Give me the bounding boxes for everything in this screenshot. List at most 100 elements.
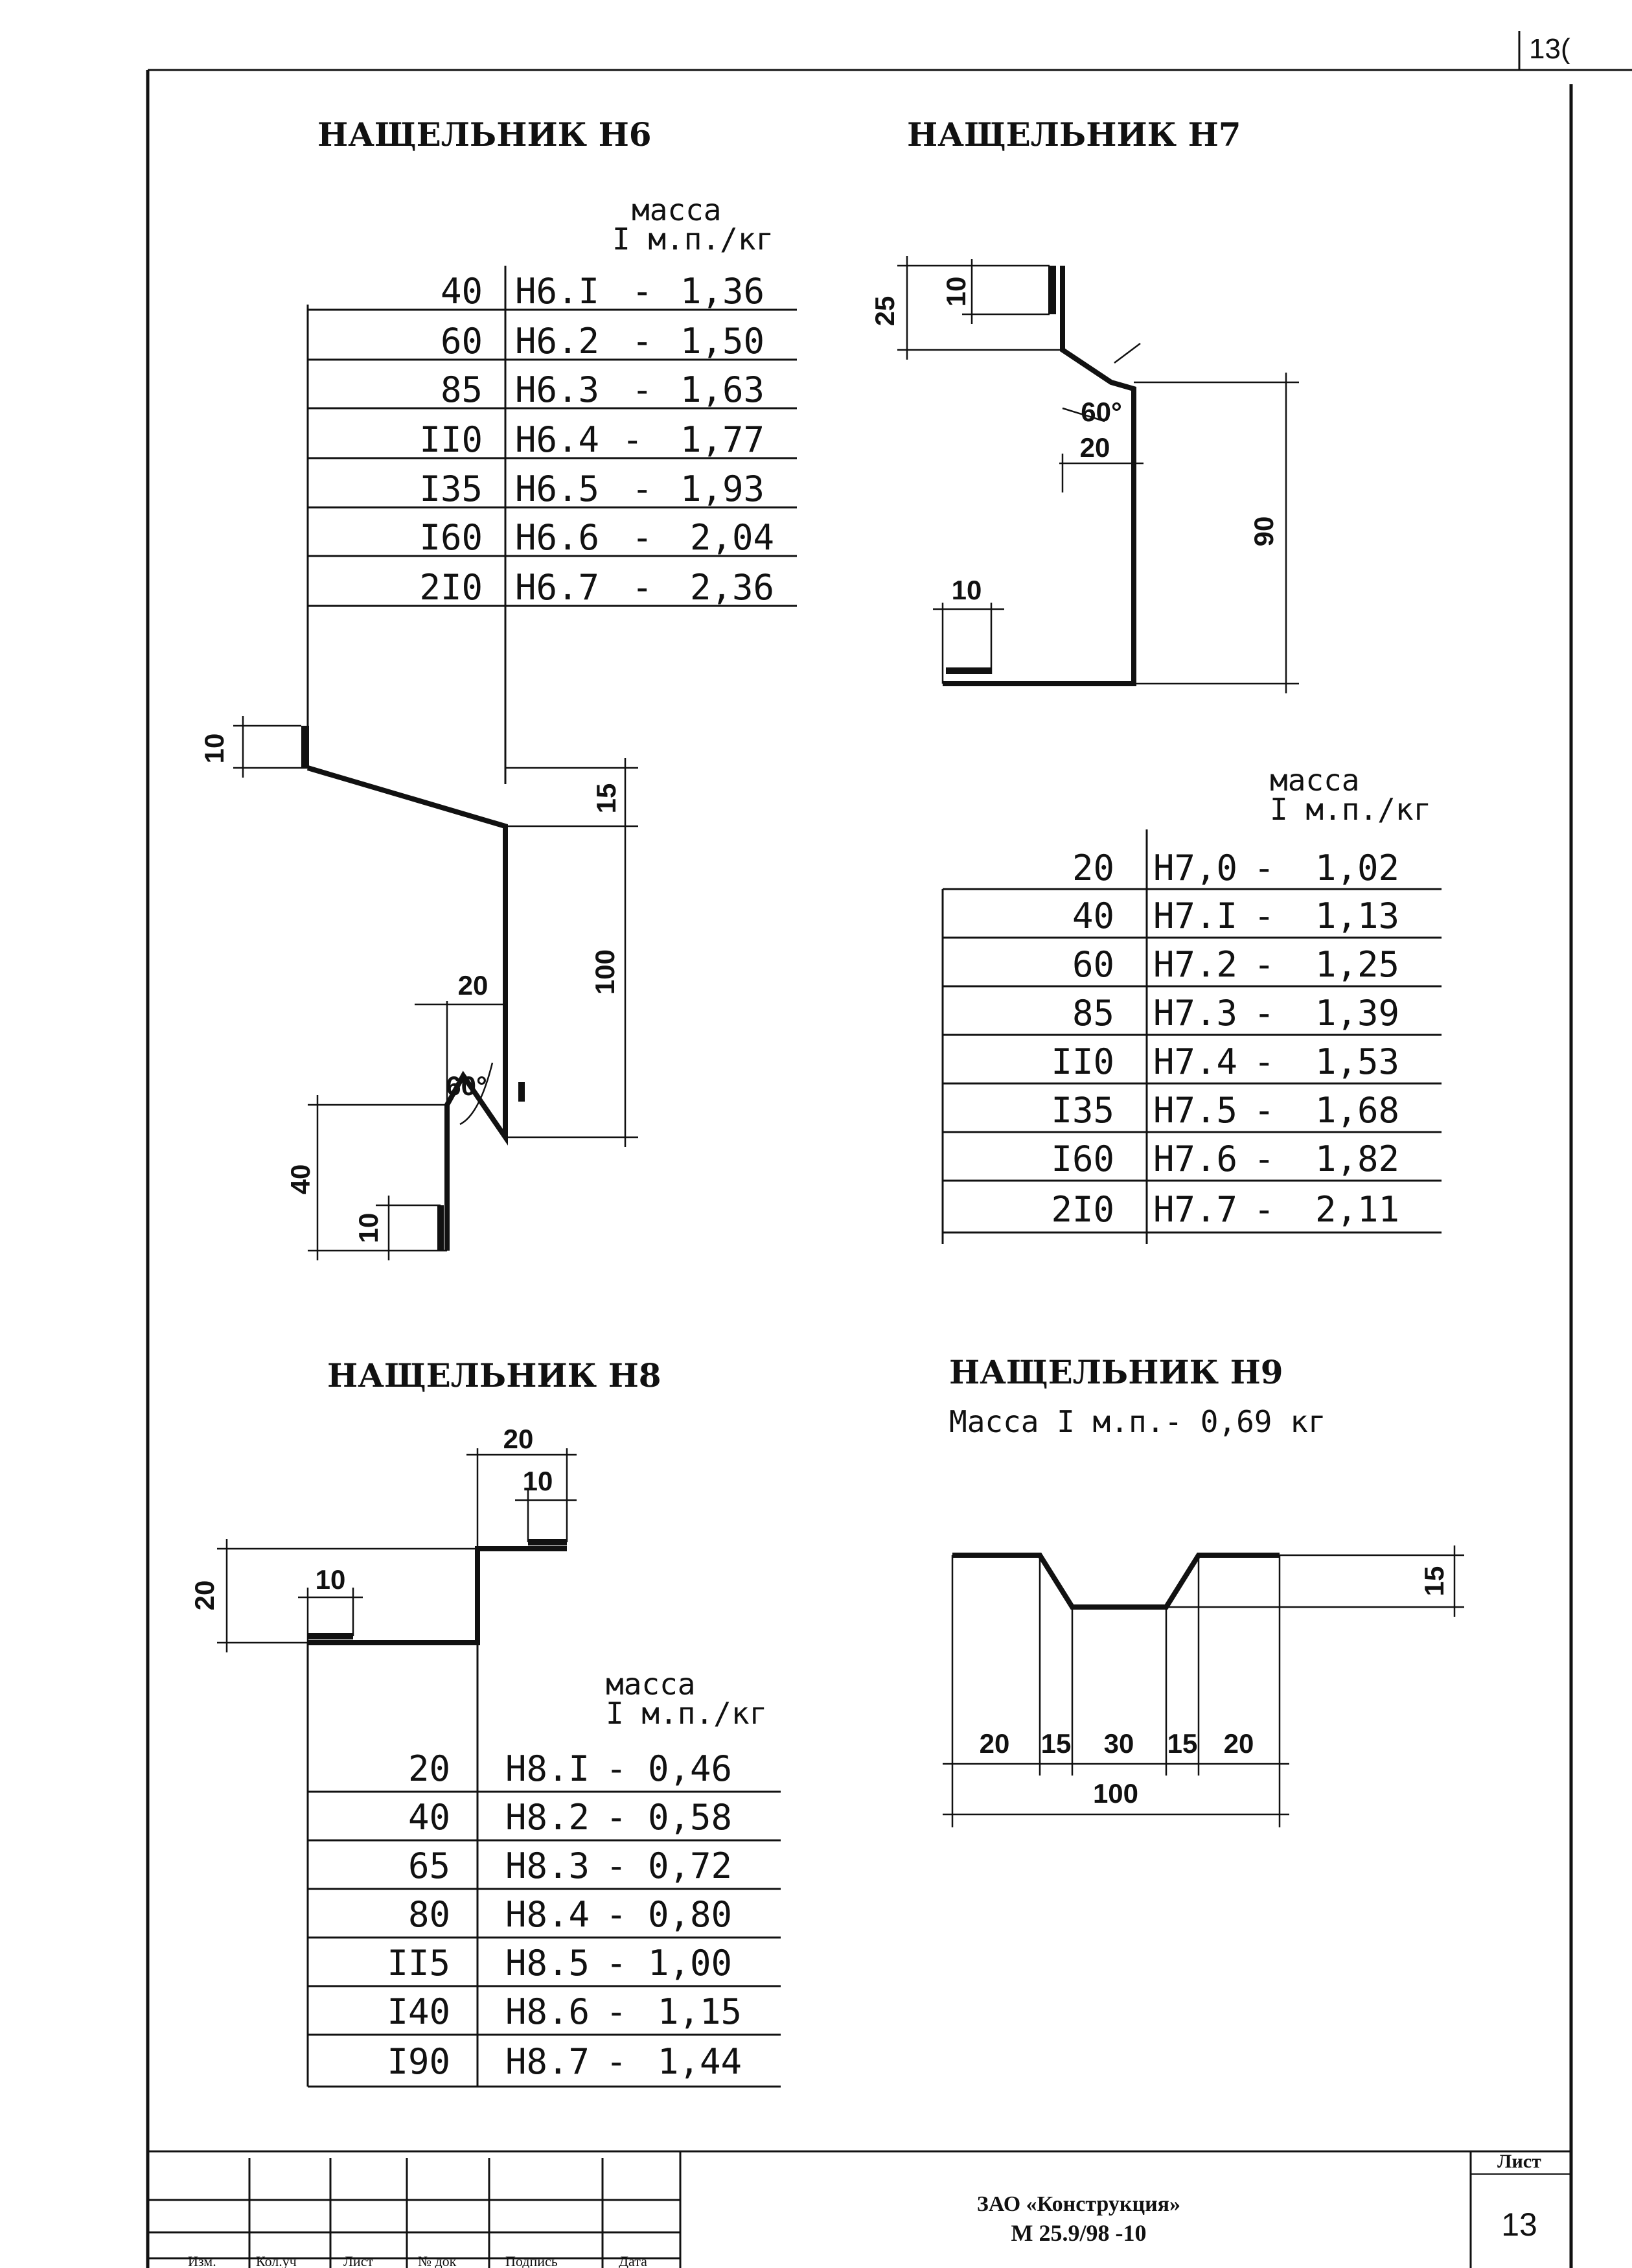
table-row: 20 Н8.I - 0,46 xyxy=(408,1748,732,1789)
h6-table-rows: 40 Н6.I - 1,36 60 Н6.2 - 1,50 85 Н6.3 - … xyxy=(419,271,774,608)
h8-row-mass: 1,15 xyxy=(658,1991,742,2032)
h7-dim-25: 25 xyxy=(869,296,900,327)
h8-row-code: Н8.I xyxy=(505,1748,590,1789)
h7-row-mass: 1,25 xyxy=(1315,944,1399,985)
h8-row-mass: 1,00 xyxy=(648,1943,732,1984)
sheet-label: Лист xyxy=(1497,2151,1541,2172)
h7-row-dash: - xyxy=(1254,848,1275,888)
h7-row-mass: 1,82 xyxy=(1315,1139,1399,1179)
h7-mass-table xyxy=(941,829,1442,1244)
h8-dim-20-top: 20 xyxy=(503,1424,534,1454)
h7-mass-header-line2: I м.п./кг xyxy=(1270,792,1431,827)
h7-row-length: II0 xyxy=(1051,1041,1114,1082)
h8-row-length: I40 xyxy=(387,1991,450,2032)
h7-row-dash: - xyxy=(1254,993,1275,1034)
h6-row-mass: 1,36 xyxy=(680,271,764,312)
h7-mass-header-line1: масса xyxy=(1270,763,1359,798)
h7-row-code: Н7.6 xyxy=(1153,1139,1237,1179)
h6-mass-table xyxy=(306,266,797,784)
h6-row-mass: 1,93 xyxy=(680,469,764,509)
h6-row-length: 40 xyxy=(441,271,483,312)
h8-row-code: Н8.7 xyxy=(505,2041,590,2082)
title-block-col-label: Кол.уч xyxy=(256,2253,297,2268)
h8-row-length: I90 xyxy=(387,2041,450,2082)
h9-dim-15: 15 xyxy=(1419,1566,1449,1597)
h8-dim-20-left: 20 xyxy=(189,1580,220,1611)
h7-row-code: Н7.5 xyxy=(1153,1090,1237,1131)
h8-mass-header-line1: масса xyxy=(606,1667,695,1702)
title-block-col-label: Дата xyxy=(619,2253,647,2268)
h8-row-mass: 0,46 xyxy=(648,1748,732,1789)
table-row: 65 Н8.3 - 0,72 xyxy=(408,1846,732,1886)
h6-row-code: Н6.3 xyxy=(515,369,599,410)
title-block-column-labels: Изм. Кол.уч Лист № док Подпись Дата xyxy=(188,2253,647,2268)
h6-row-length: 2I0 xyxy=(419,567,483,608)
h8-row-length: II5 xyxy=(387,1943,450,1984)
table-row: 40 Н7.I - 1,13 xyxy=(1072,896,1399,936)
h6-dim-100: 100 xyxy=(590,949,620,995)
table-row: 2I0 Н6.7 - 2,36 xyxy=(419,567,774,608)
table-row: 85 Н7.3 - 1,39 xyxy=(1072,993,1399,1034)
h8-dim-10-bottom: 10 xyxy=(316,1564,346,1595)
h6-row-mass: 1,63 xyxy=(680,369,764,410)
h8-row-code: Н8.6 xyxy=(505,1991,590,2032)
h7-title: НАЩЕЛЬНИК Н7 xyxy=(907,115,1241,154)
h6-row-dash: - xyxy=(632,271,653,312)
h6-row-dash: - xyxy=(632,369,653,410)
h7-row-dash: - xyxy=(1254,896,1275,936)
h7-dim-20: 20 xyxy=(1080,432,1110,463)
table-row: 40 Н8.2 - 0,58 xyxy=(408,1797,732,1838)
h6-dim-20: 20 xyxy=(458,970,488,1001)
h6-row-code: Н6.7 xyxy=(515,567,599,608)
table-row: I35 Н7.5 - 1,68 xyxy=(1051,1090,1399,1131)
table-row: 85 Н6.3 - 1,63 xyxy=(441,369,764,410)
h6-dimension-labels: 10 15 100 20 60° 40 10 xyxy=(199,734,621,1244)
h8-row-dash: - xyxy=(606,2041,627,2082)
h7-row-dash: - xyxy=(1254,1090,1275,1131)
h6-row-mass: 1,50 xyxy=(680,321,764,362)
title-block-company: ЗАО «Конструкция» xyxy=(977,2192,1180,2216)
h8-title: НАЩЕЛЬНИК Н8 xyxy=(327,1356,661,1394)
h6-profile xyxy=(301,726,525,1251)
h8-row-dash: - xyxy=(606,1748,627,1789)
h7-row-dash: - xyxy=(1254,1189,1275,1230)
h8-row-code: Н8.2 xyxy=(505,1797,590,1838)
table-row: I60 Н7.6 - 1,82 xyxy=(1051,1139,1399,1179)
h7-dim-10-top: 10 xyxy=(941,277,971,307)
h6-row-dash: - xyxy=(632,567,653,608)
h7-row-length: 2I0 xyxy=(1051,1189,1114,1230)
h8-row-dash: - xyxy=(606,1991,627,2032)
h7-table-rows: 20 Н7,0 - 1,02 40 Н7.I - 1,13 60 Н7.2 - … xyxy=(1051,848,1399,1230)
h8-table-rows: 20 Н8.I - 0,46 40 Н8.2 - 0,58 65 Н8.3 - … xyxy=(387,1748,742,2082)
h6-dimension-lines xyxy=(233,716,638,1260)
table-row: 40 Н6.I - 1,36 xyxy=(441,271,764,312)
title-block-col-label: Лист xyxy=(343,2253,373,2268)
h9-dimension-labels: 15 20 15 30 15 20 100 xyxy=(980,1566,1449,1809)
h6-row-code: Н6.6 xyxy=(515,517,599,558)
h7-row-length: I60 xyxy=(1051,1139,1114,1179)
h7-row-mass: 2,11 xyxy=(1315,1189,1399,1230)
h8-row-length: 65 xyxy=(408,1846,450,1886)
h8-row-dash: - xyxy=(606,1894,627,1935)
h6-dim-10-top: 10 xyxy=(199,734,229,764)
h7-dimension-labels: 25 10 60° 20 90 10 xyxy=(869,277,1279,605)
h7-row-code: Н7.7 xyxy=(1153,1189,1237,1230)
h7-row-mass: 1,39 xyxy=(1315,993,1399,1034)
h7-dim-90: 90 xyxy=(1248,516,1279,547)
table-row: II0 Н7.4 - 1,53 xyxy=(1051,1041,1399,1082)
h8-row-code: Н8.3 xyxy=(505,1846,590,1886)
h6-dim-15: 15 xyxy=(591,783,621,814)
title-block xyxy=(148,2151,1472,2268)
table-row: 2I0 Н7.7 - 2,11 xyxy=(1051,1189,1399,1230)
table-row: 60 Н7.2 - 1,25 xyxy=(1072,944,1399,985)
h7-row-mass: 1,13 xyxy=(1315,896,1399,936)
h6-row-code: Н6.4 xyxy=(515,419,599,460)
h6-title: НАЩЕЛЬНИК Н6 xyxy=(317,115,652,154)
table-row: 80 Н8.4 - 0,80 xyxy=(408,1894,732,1935)
h6-row-length: I35 xyxy=(419,469,483,509)
h6-dim-angle: 60° xyxy=(446,1070,487,1101)
h8-row-length: 80 xyxy=(408,1894,450,1935)
table-row: I60 Н6.6 - 2,04 xyxy=(419,517,774,558)
h6-mass-header-line1: масса xyxy=(632,192,721,227)
h8-row-length: 20 xyxy=(408,1748,450,1789)
